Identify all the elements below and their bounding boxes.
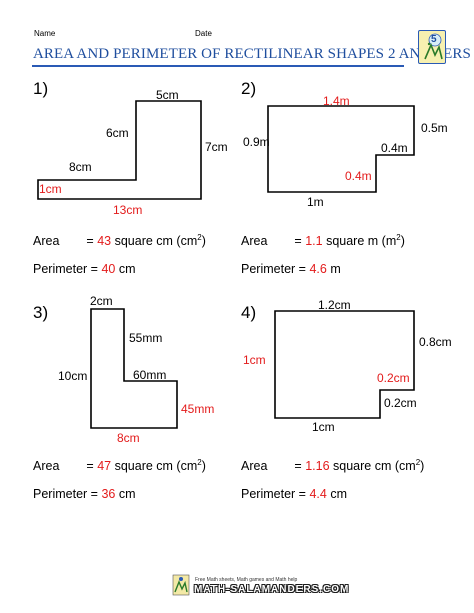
shape-1-outline xyxy=(37,100,202,200)
problem-2-label-bottom: 1m xyxy=(307,195,324,209)
shape-3-outline xyxy=(90,308,178,429)
problem-4-label-left: 1cm xyxy=(243,353,266,367)
problem-3-perimeter-value: 36 xyxy=(101,487,116,501)
problem-3-label-inner-vertical: 55mm xyxy=(129,331,163,345)
problem-1-area: Area= 43 square cm (cm2) xyxy=(33,233,206,249)
problem-4-label-bottom: 1cm xyxy=(312,420,335,434)
problem-2-label-top: 1.4m xyxy=(323,94,350,108)
problem-4-area: Area= 1.16 square cm (cm2) xyxy=(241,458,425,474)
problem-3-label-right: 45mm xyxy=(181,402,215,416)
problem-3-perimeter: Perimeter = 36 cm xyxy=(33,487,136,501)
title-underline xyxy=(32,65,404,67)
problem-4-label-step-vertical: 0.2cm xyxy=(384,396,417,410)
footer-salamander-icon xyxy=(172,574,190,596)
problem-1-perimeter-value: 40 xyxy=(101,262,116,276)
date-label: Date xyxy=(195,29,212,38)
problem-2-number: 2) xyxy=(241,79,257,98)
problem-1-perimeter: Perimeter = 40 cm xyxy=(33,262,136,276)
name-label: Name xyxy=(34,29,56,38)
problem-3-area: Area= 47 square cm (cm2) xyxy=(33,458,206,474)
problem-1-label-left: 1cm xyxy=(39,182,62,196)
problem-4-label-top: 1.2cm xyxy=(318,298,351,312)
problem-1-label-inner-vertical: 6cm xyxy=(106,126,129,140)
page-title: AREA AND PERIMETER OF RECTILINEAR SHAPES… xyxy=(33,46,471,62)
problem-2-area-value: 1.1 xyxy=(305,234,323,249)
problem-2-label-left: 0.9m xyxy=(243,135,270,149)
problem-1-label-bottom: 13cm xyxy=(113,203,143,217)
problem-1-label-right: 7cm xyxy=(205,140,228,154)
problem-2-label-step-vertical: 0.4m xyxy=(345,169,372,183)
footer-brand[interactable]: MATH-SALAMANDERS.COM xyxy=(194,584,350,595)
problem-2-area: Area= 1.1 square m (m2) xyxy=(241,233,405,249)
problem-1-label-top: 5cm xyxy=(156,88,179,102)
shape-2-outline xyxy=(267,105,415,193)
problem-3-area-value: 47 xyxy=(97,459,112,474)
salamander-logo: 5 xyxy=(418,30,446,64)
problem-2-label-right: 0.5m xyxy=(421,121,448,135)
shape-4-outline xyxy=(274,310,415,419)
problem-4-area-value: 1.16 xyxy=(305,459,330,474)
footer-tagline: Free Math sheets, Math games and Math he… xyxy=(195,577,298,583)
problem-4-perimeter-value: 4.4 xyxy=(309,487,327,501)
problem-4-perimeter: Perimeter = 4.4 cm xyxy=(241,487,347,501)
problem-3-label-top: 2cm xyxy=(90,294,113,308)
problem-1-label-inner-horizontal: 8cm xyxy=(69,160,92,174)
problem-2-label-step-horizontal: 0.4m xyxy=(381,141,408,155)
logo-number: 5 xyxy=(431,34,437,45)
problem-4-label-right: 0.8cm xyxy=(419,335,452,349)
problem-3-label-left: 10cm xyxy=(58,369,88,383)
problem-2-perimeter-value: 4.6 xyxy=(309,262,327,276)
problem-4-number: 4) xyxy=(241,303,257,322)
problem-1-number: 1) xyxy=(33,79,49,98)
salamander-logo-icon xyxy=(424,33,443,60)
problem-3-number: 3) xyxy=(33,303,49,322)
problem-3-label-inner-horizontal: 60mm xyxy=(133,368,167,382)
problem-1-area-value: 43 xyxy=(97,234,112,249)
problem-3-label-bottom: 8cm xyxy=(117,431,140,445)
problem-4-label-step-horizontal: 0.2cm xyxy=(377,371,410,385)
problem-2-perimeter: Perimeter = 4.6 m xyxy=(241,262,341,276)
